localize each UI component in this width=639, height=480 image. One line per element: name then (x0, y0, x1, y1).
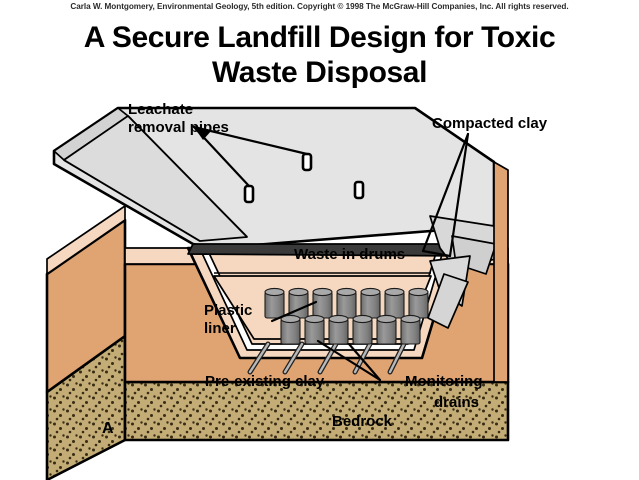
diagram-labels: Leachate removal pipes Compacted clay Wa… (102, 101, 548, 437)
leader-compacted-clay-3 (421, 249, 452, 258)
leader-leachate-arrowhead (194, 127, 212, 140)
drum (264, 287, 285, 319)
drum (304, 314, 325, 345)
drum (400, 314, 421, 345)
drum (336, 287, 357, 319)
leader-monitoring-1 (316, 339, 382, 382)
drum (352, 314, 373, 345)
label-waste-in-drums: Waste in drums (294, 246, 405, 263)
leachate-pipe-opening (243, 184, 255, 204)
monitoring-drain (247, 341, 271, 375)
label-leachate-line-1: Leachate (128, 101, 193, 118)
bedrock-front-face (123, 380, 510, 442)
cap-right-tail-2 (427, 273, 469, 329)
label-bedrock: Bedrock (332, 413, 393, 430)
landfill-diagram-svg: Leachate removal pipes Compacted clay Wa… (45, 101, 548, 480)
cap-left-slope-band (63, 115, 248, 242)
copyright-credit: Carla W. Montgomery, Environmental Geolo… (70, 2, 569, 11)
label-plastic-line-1: Plastic (204, 302, 252, 319)
waste-drums-group (264, 287, 429, 345)
leachate-pipe-opening (301, 152, 313, 172)
drum (376, 314, 397, 345)
drum (280, 314, 301, 345)
label-plastic-line-2: liner (204, 320, 236, 337)
block-right-edge (493, 161, 509, 383)
monitoring-drain (387, 341, 407, 375)
label-compacted-clay: Compacted clay (432, 115, 548, 132)
compacted-clay-cap (52, 106, 509, 383)
page-title: A Secure Landfill Design for Toxic Waste… (0, 20, 639, 90)
drum (384, 287, 405, 319)
label-monitoring-line-2: drains (434, 394, 479, 411)
label-pre-existing-clay: Pre-existing clay (205, 373, 325, 390)
drum (312, 287, 333, 319)
label-leachate-line-2: removal pipes (128, 119, 229, 136)
landfill-diagram: Leachate removal pipes Compacted clay Wa… (0, 96, 639, 480)
drum (408, 287, 429, 319)
landfill-cell (186, 246, 457, 375)
leader-monitoring-2 (347, 342, 382, 382)
page-title-line-2: Waste Disposal (211, 56, 428, 89)
label-panel-letter: A (102, 420, 114, 437)
clay-left-cap-band (46, 205, 126, 275)
monitoring-drain (317, 341, 339, 375)
leader-compacted-clay-1 (421, 132, 470, 253)
monitoring-drain (282, 341, 305, 375)
leader-lines (192, 125, 470, 382)
drum (360, 287, 381, 319)
leachate-pipe-opening (353, 180, 365, 200)
page-title-line-1: A Secure Landfill Design for Toxic (83, 21, 556, 54)
leader-plastic-liner (270, 300, 318, 323)
leader-compacted-clay-2 (448, 132, 470, 258)
drum (328, 314, 349, 345)
label-monitoring-line-1: Monitoring (405, 373, 482, 390)
leader-leachate-1 (192, 125, 309, 156)
